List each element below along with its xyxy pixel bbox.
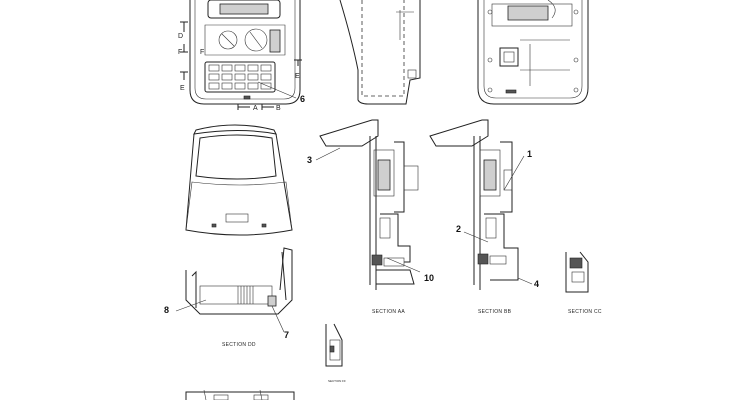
section-mark-f2: F (200, 49, 204, 56)
callout-6: 6 (300, 94, 305, 104)
callout-1: 1 (527, 149, 532, 159)
section-dd-view (175, 247, 293, 333)
monitor-side-view (339, 0, 421, 105)
callout-2: 2 (456, 224, 461, 234)
label-section-ff: SECTION FF (328, 379, 346, 383)
callout-7: 7 (284, 330, 289, 340)
bezel-isometric-view (185, 124, 293, 236)
section-bb-view (429, 119, 533, 290)
section-mark-f: F (178, 49, 182, 56)
section-mark-d: D (178, 33, 183, 40)
callout-8: 8 (164, 305, 169, 315)
callout-4: 4 (534, 279, 539, 289)
section-cc-view (565, 251, 589, 293)
section-aa-view (315, 119, 421, 290)
label-section-bb: SECTION BB (478, 309, 512, 315)
label-section-aa: SECTION AA (372, 309, 405, 315)
section-mark-b: B (276, 105, 281, 112)
section-mark-a: A (253, 105, 258, 112)
label-section-dd: SECTION DD (222, 342, 256, 348)
bottom-partial-view (185, 389, 295, 400)
monitor-front-view (180, 0, 302, 110)
callout-10: 10 (424, 273, 434, 283)
section-ff-view (325, 323, 343, 367)
monitor-rear-view (477, 0, 589, 105)
section-mark-e: E (180, 85, 185, 92)
label-section-cc: SECTION CC (568, 309, 602, 315)
section-mark-e2: E (295, 73, 300, 80)
callout-3: 3 (307, 155, 312, 165)
